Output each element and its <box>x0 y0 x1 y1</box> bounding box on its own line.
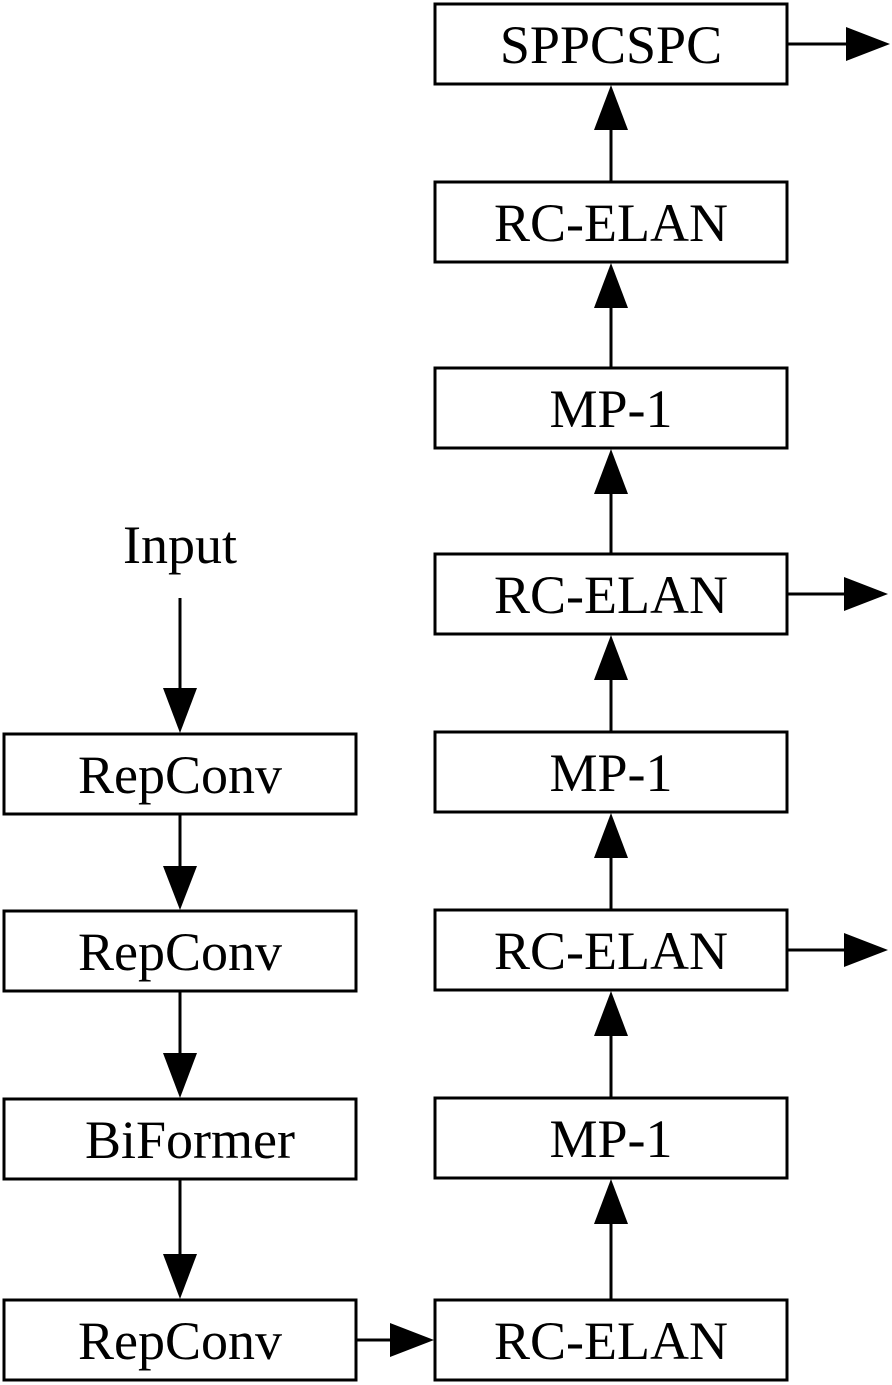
arrow-repconv-1-to-repconv-2 <box>163 814 197 910</box>
left-biformer-label: BiFormer <box>85 1110 295 1170</box>
left-repconv-3-label: RepConv <box>78 1311 282 1371</box>
arrow-input-to-repconv-1 <box>163 598 197 733</box>
arrow-rc-elan-1-to-mp-1-1 <box>594 1179 628 1300</box>
right-mp-1-1-box: MP-1 <box>433 1096 789 1180</box>
left-repconv-1-box: RepConv <box>2 732 358 816</box>
arrow-rc-elan-4-to-sppcspc <box>594 85 628 182</box>
right-rc-elan-3-label: RC-ELAN <box>494 565 728 625</box>
right-rc-elan-4-box: RC-ELAN <box>433 180 789 264</box>
right-rc-elan-1-box: RC-ELAN <box>433 1298 789 1382</box>
right-rc-elan-4-label: RC-ELAN <box>494 193 728 253</box>
right-sppcspc-box: SPPCSPC <box>433 2 789 86</box>
right-mp-1-1-label: MP-1 <box>549 1109 672 1169</box>
right-mp-1-2-label: MP-1 <box>549 743 672 803</box>
left-repconv-2-label: RepConv <box>78 922 282 982</box>
left-biformer-box: BiFormer <box>2 1097 358 1181</box>
arrow-mp-1-3-to-rc-elan-4 <box>594 263 628 368</box>
output-arrow-rc-elan-2 <box>787 933 888 967</box>
left-repconv-2-box: RepConv <box>2 909 358 993</box>
right-rc-elan-3-box: RC-ELAN <box>433 552 789 636</box>
right-sppcspc-label: SPPCSPC <box>500 15 722 75</box>
left-repconv-3-box: RepConv <box>2 1298 358 1382</box>
right-mp-1-3-box: MP-1 <box>433 366 789 450</box>
arrow-repconv-2-to-biformer <box>163 991 197 1098</box>
right-rc-elan-1-label: RC-ELAN <box>494 1311 728 1371</box>
input-label: Input <box>123 515 237 575</box>
arrow-rc-elan-2-to-mp-1-2 <box>594 813 628 910</box>
right-rc-elan-2-box: RC-ELAN <box>433 908 789 992</box>
output-arrow-rc-elan-3 <box>787 577 888 611</box>
left-repconv-1-label: RepConv <box>78 745 282 805</box>
arrow-mp-1-1-to-rc-elan-2 <box>594 991 628 1098</box>
arrow-rc-elan-3-to-mp-1-3 <box>594 449 628 554</box>
arrow-repconv-3-to-rc-elan-1 <box>356 1323 434 1357</box>
output-arrow-sppcspc <box>787 27 890 61</box>
right-mp-1-2-box: MP-1 <box>433 730 789 814</box>
right-mp-1-3-label: MP-1 <box>549 379 672 439</box>
right-rc-elan-2-label: RC-ELAN <box>494 921 728 981</box>
arrow-biformer-to-repconv-3 <box>163 1179 197 1299</box>
arrow-mp-1-2-to-rc-elan-3 <box>594 635 628 732</box>
